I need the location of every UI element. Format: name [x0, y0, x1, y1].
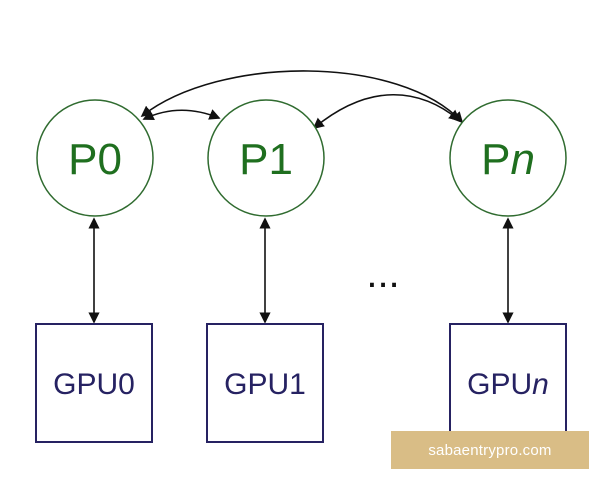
gpu-node-gpu1: GPU1 — [206, 323, 324, 443]
gpu-node-gpun: GPUn — [449, 323, 567, 443]
link-p0-pn — [140, 70, 464, 124]
gpu-node-gpu0: GPU0 — [35, 323, 153, 443]
gpu-box — [206, 323, 324, 443]
process-node-p0: P0 — [36, 99, 154, 217]
gpu-box — [449, 323, 567, 443]
process-label: P0 — [68, 135, 122, 184]
gpu-label: GPUn — [467, 368, 549, 401]
process-circle — [36, 99, 154, 217]
watermark-text: sabaentrypro.com — [428, 441, 552, 459]
gpu-label: GPU1 — [224, 368, 306, 401]
process-label: P1 — [239, 135, 293, 184]
link-p1-pn — [312, 93, 461, 130]
ellipsis: ... — [366, 252, 399, 296]
process-circle — [449, 99, 567, 217]
process-label: Pn — [481, 135, 535, 184]
watermark-banner: sabaentrypro.com — [391, 431, 589, 469]
link-p0-p1 — [142, 109, 221, 121]
gpu-box — [35, 323, 153, 443]
process-circle — [207, 99, 325, 217]
process-node-pn: Pn — [449, 99, 567, 217]
gpu-label: GPU0 — [53, 368, 135, 401]
process-node-p1: P1 — [207, 99, 325, 217]
